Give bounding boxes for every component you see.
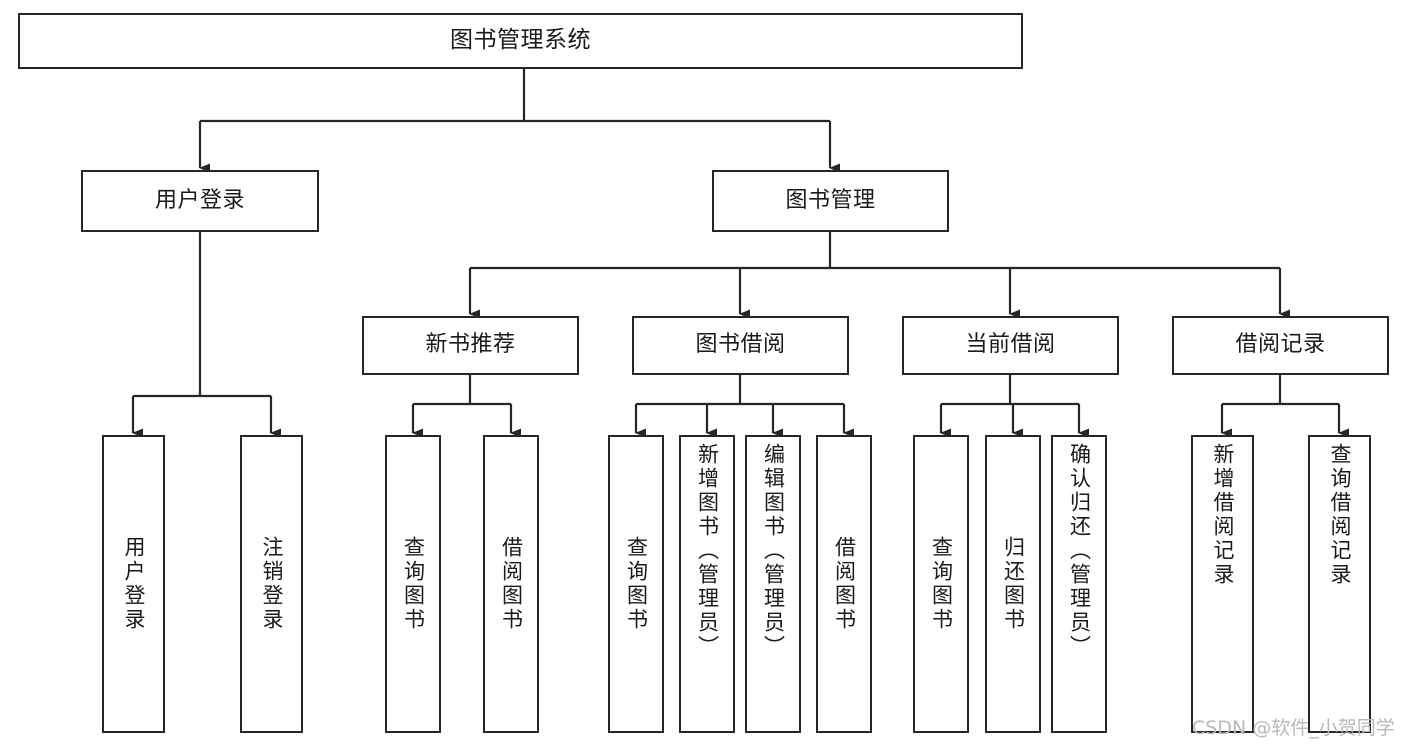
node-book-borrow[interactable]: 图书借阅 (632, 316, 849, 375)
node-leaf-add-book-label: 新增图书（管理员） (695, 443, 720, 659)
node-current-borrow[interactable]: 当前借阅 (902, 316, 1119, 375)
node-leaf-return-book-label: 归还图书 (1001, 536, 1026, 632)
node-root-system-label: 图书管理系统 (450, 27, 591, 54)
node-leaf-borrow-book-bor-label: 借阅图书 (832, 536, 857, 632)
node-borrow-record-label: 借阅记录 (1235, 332, 1326, 358)
node-leaf-query-book-bor[interactable]: 查询图书 (608, 435, 664, 733)
node-leaf-user-logout-label: 注销登录 (260, 536, 284, 632)
node-user-login-label: 用户登录 (154, 187, 245, 213)
node-borrow-record[interactable]: 借阅记录 (1172, 316, 1389, 375)
node-leaf-query-record-label: 查询借阅记录 (1328, 443, 1352, 587)
node-current-borrow-label: 当前借阅 (965, 332, 1056, 358)
node-new-book-rec[interactable]: 新书推荐 (362, 316, 579, 375)
node-leaf-confirm-return-label: 确认归还（管理员） (1067, 443, 1092, 659)
node-leaf-edit-book[interactable]: 编辑图书（管理员） (745, 435, 801, 733)
node-leaf-user-logout[interactable]: 注销登录 (240, 435, 303, 733)
node-leaf-add-record-label: 新增借阅记录 (1211, 443, 1235, 587)
node-root-system[interactable]: 图书管理系统 (18, 13, 1023, 69)
csdn-watermark: CSDN @软件_小贺同学 (1192, 717, 1395, 739)
node-leaf-borrow-book-rec[interactable]: 借阅图书 (483, 435, 539, 733)
node-book-borrow-label: 图书借阅 (695, 332, 786, 358)
node-book-manage-label: 图书管理 (785, 187, 876, 213)
node-leaf-borrow-book-rec-label: 借阅图书 (499, 536, 524, 632)
node-leaf-user-login[interactable]: 用户登录 (102, 435, 165, 733)
node-new-book-rec-label: 新书推荐 (425, 332, 516, 358)
connector-lines (131, 69, 1349, 438)
node-leaf-query-book-rec-label: 查询图书 (401, 536, 426, 632)
node-leaf-borrow-book-bor[interactable]: 借阅图书 (816, 435, 872, 733)
node-leaf-add-book[interactable]: 新增图书（管理员） (679, 435, 735, 733)
node-leaf-query-book-bor-label: 查询图书 (624, 536, 649, 632)
node-book-manage[interactable]: 图书管理 (712, 170, 949, 232)
node-leaf-user-login-label: 用户登录 (122, 536, 146, 632)
node-leaf-confirm-return[interactable]: 确认归还（管理员） (1051, 435, 1107, 733)
node-leaf-add-record[interactable]: 新增借阅记录 (1191, 435, 1254, 733)
node-leaf-edit-book-label: 编辑图书（管理员） (761, 443, 786, 659)
node-leaf-return-book[interactable]: 归还图书 (985, 435, 1041, 733)
node-leaf-query-record[interactable]: 查询借阅记录 (1308, 435, 1371, 733)
node-leaf-query-book-cur-label: 查询图书 (929, 536, 954, 632)
node-leaf-query-book-rec[interactable]: 查询图书 (385, 435, 441, 733)
node-leaf-query-book-cur[interactable]: 查询图书 (913, 435, 969, 733)
node-user-login[interactable]: 用户登录 (81, 170, 319, 232)
